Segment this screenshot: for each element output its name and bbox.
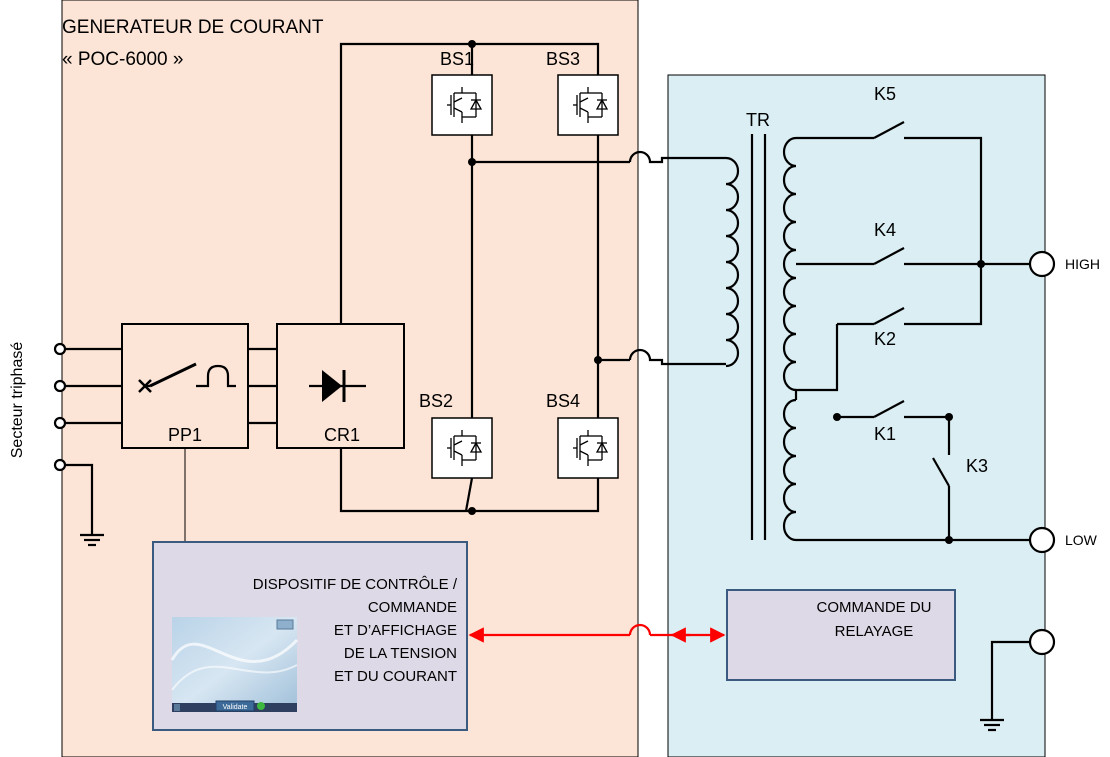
output-high: HIGH bbox=[1028, 250, 1100, 278]
generator-model: « POC-6000 » bbox=[62, 49, 183, 70]
igbt-icon bbox=[573, 430, 609, 466]
output-low: LOW bbox=[1028, 526, 1098, 554]
control-line-1: DISPOSITIF DE CONTRÔLE / bbox=[253, 576, 458, 593]
relay-label-k4: K4 bbox=[874, 220, 896, 240]
igbt-icon bbox=[447, 430, 483, 466]
control-line-3: ET D’AFFICHAGE bbox=[334, 622, 457, 639]
relay-wiring bbox=[794, 121, 1030, 544]
transformer-label: TR bbox=[746, 110, 770, 130]
control-device: DISPOSITIF DE CONTRÔLE / COMMANDE ET D’A… bbox=[152, 541, 468, 731]
h-bridge-wiring bbox=[339, 40, 630, 515]
control-line-2: COMMANDE bbox=[368, 599, 457, 616]
switch-label-bs4: BS4 bbox=[546, 391, 580, 411]
switch-label-bs3: BS3 bbox=[546, 49, 580, 69]
ground-terminal bbox=[980, 628, 1056, 732]
protection-label: PP1 bbox=[168, 425, 202, 445]
relay-command-line-1: COMMANDE DU bbox=[817, 599, 932, 616]
control-line-4: DE LA TENSION bbox=[344, 645, 457, 662]
igbt-switch-bs3 bbox=[557, 74, 619, 136]
relay-label-k1: K1 bbox=[874, 424, 896, 444]
generator-title: GENERATEUR DE COURANT bbox=[62, 17, 324, 38]
output-low-label: LOW bbox=[1065, 532, 1098, 548]
input-label: Secteur triphasé bbox=[9, 342, 26, 459]
relay-command: COMMANDE DU RELAYAGE bbox=[726, 589, 956, 681]
output-high-label: HIGH bbox=[1065, 256, 1100, 272]
relay-command-line-2: RELAYAGE bbox=[835, 623, 914, 640]
input-terminals bbox=[53, 342, 122, 547]
control-screen: Validate bbox=[170, 617, 299, 712]
diode-icon bbox=[309, 370, 366, 402]
transformer: TR bbox=[725, 110, 797, 542]
breaker-fuse-icon bbox=[138, 362, 236, 393]
communication-link bbox=[468, 623, 726, 643]
relay-label-k3: K3 bbox=[966, 456, 988, 476]
igbt-switch-bs2 bbox=[431, 417, 493, 479]
igbt-switch-bs1 bbox=[431, 74, 493, 136]
igbt-icon bbox=[573, 87, 609, 123]
switch-label-bs1: BS1 bbox=[440, 49, 474, 69]
igbt-switch-bs4 bbox=[557, 417, 619, 479]
relay-label-k2: K2 bbox=[874, 329, 896, 349]
rectifier-label: CR1 bbox=[324, 425, 360, 445]
igbt-icon bbox=[447, 87, 483, 123]
control-line-5: ET DU COURANT bbox=[334, 668, 457, 685]
screen-validate-button: Validate bbox=[223, 704, 248, 711]
bridge-output-wires bbox=[628, 150, 726, 366]
switch-label-bs2: BS2 bbox=[419, 391, 453, 411]
relay-label-k5: K5 bbox=[874, 84, 896, 104]
